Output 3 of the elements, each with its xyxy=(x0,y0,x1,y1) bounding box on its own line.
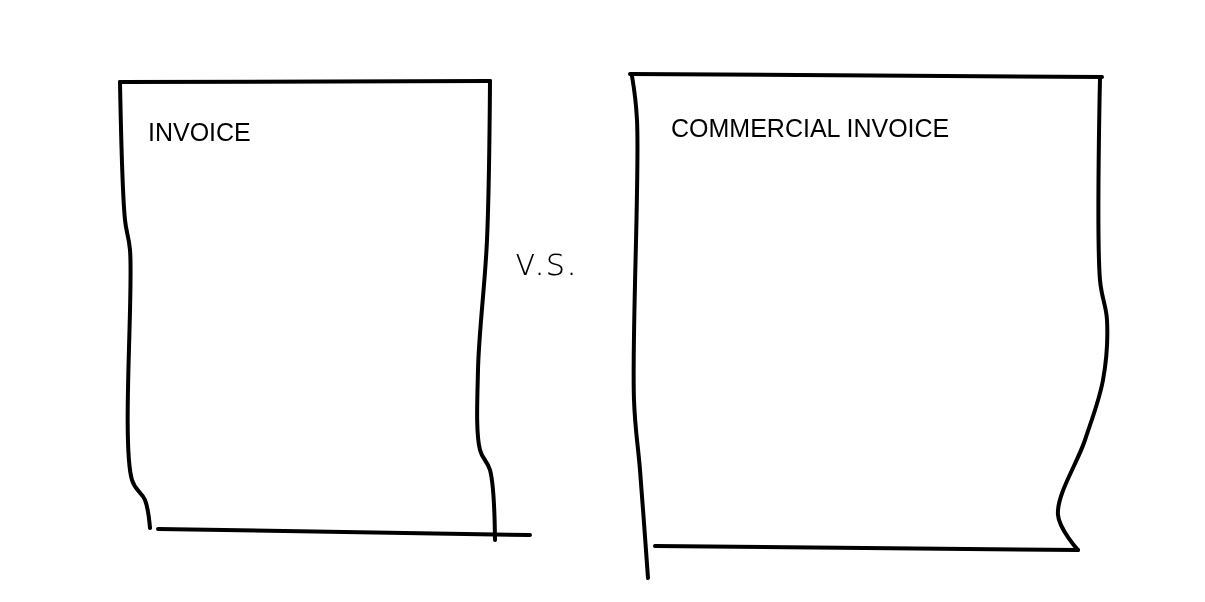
document-title: INVOICE xyxy=(148,118,251,147)
document-title: COMMERCIAL INVOICE xyxy=(671,114,950,143)
versus-text: v.s. xyxy=(514,240,578,284)
